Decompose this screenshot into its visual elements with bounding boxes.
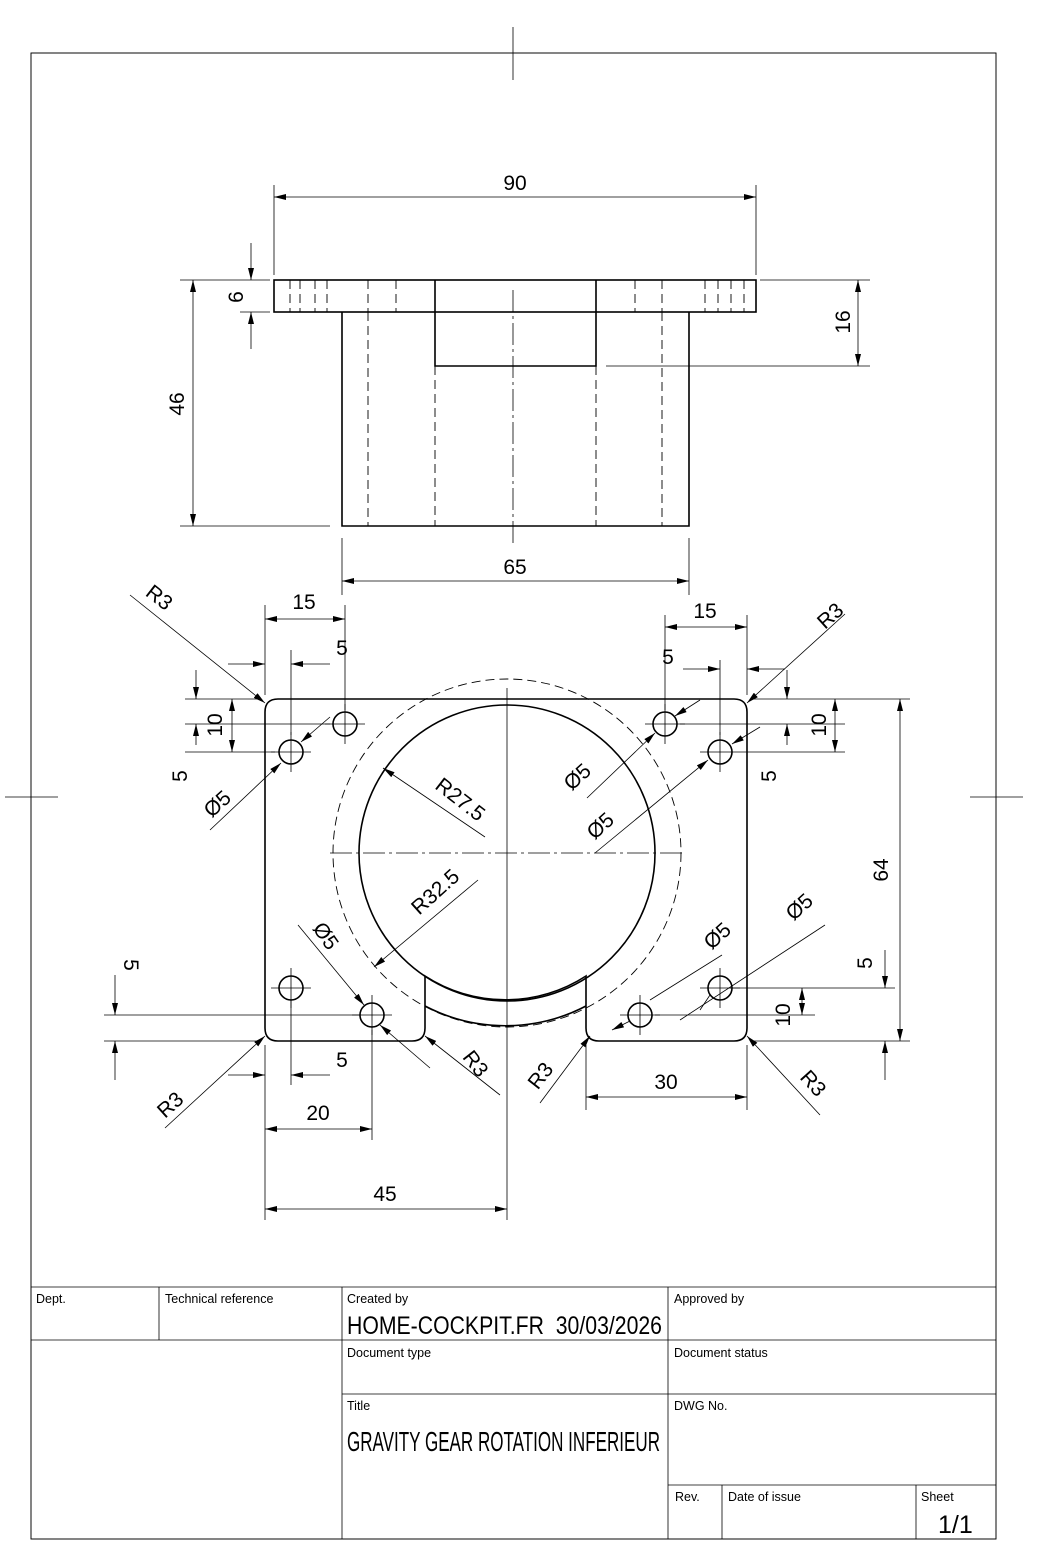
dim-br-r3: R3 <box>795 1066 830 1101</box>
dwg-no-label: DWG No. <box>674 1399 727 1413</box>
dept-label: Dept. <box>36 1292 66 1306</box>
document-type-label: Document type <box>347 1346 431 1360</box>
dim-height-64: 64 <box>870 858 893 882</box>
dim-tr-diameter-5a: Ø5 <box>560 759 596 795</box>
dim-bl-5-vertical: 5 <box>119 959 142 971</box>
date-of-issue-label: Date of issue <box>728 1490 801 1504</box>
dim-tl-10: 10 <box>204 713 227 736</box>
dimension-lines <box>180 185 870 595</box>
dim-body-65: 65 <box>503 556 526 579</box>
dim-counterbore-16: 16 <box>832 310 855 333</box>
mounting-holes <box>271 704 740 1035</box>
dim-bl-20: 20 <box>306 1102 329 1125</box>
dim-bl-r3: R3 <box>153 1088 188 1123</box>
drawing-title: GRAVITY GEAR ROTATION INFERIEUR <box>347 1426 660 1457</box>
dim-bm-r3a: R3 <box>458 1046 493 1081</box>
revision-label: Rev. <box>675 1490 700 1504</box>
title-block: Dept. Technical reference Created by HOM… <box>31 1286 996 1539</box>
dim-br-diameter-5a: Ø5 <box>700 918 736 954</box>
hidden-lines <box>289 280 745 526</box>
dim-flange-6: 6 <box>225 291 248 303</box>
dim-tl-5: 5 <box>336 637 348 660</box>
side-view: 90 65 6 46 16 <box>166 172 870 595</box>
dim-tr-15: 15 <box>693 600 716 623</box>
dim-bm-r3b: R3 <box>524 1058 559 1093</box>
centering-marks <box>5 27 1023 798</box>
sheet-border <box>30 52 997 1540</box>
flange-outline <box>273 279 757 313</box>
dim-tr-5-vertical: 5 <box>758 770 781 782</box>
dim-bl-diameter-5: Ø5 <box>308 918 343 954</box>
dim-tr-5: 5 <box>662 646 674 669</box>
dim-br-10: 10 <box>772 1003 795 1026</box>
dim-height-46: 46 <box>166 392 189 415</box>
dim-width-90: 90 <box>503 172 526 195</box>
dim-tr-10: 10 <box>808 713 831 736</box>
dim-tl-15: 15 <box>292 591 315 614</box>
title-label: Title <box>347 1399 370 1413</box>
counterbore-outline <box>434 280 597 367</box>
sheet-label: Sheet <box>921 1490 954 1504</box>
dim-tr-diameter-5b: Ø5 <box>583 808 619 844</box>
document-status-label: Document status <box>674 1346 768 1360</box>
created-by-label: Created by <box>347 1292 409 1306</box>
dim-tl-5-vertical: 5 <box>169 770 192 782</box>
dim-br-diameter-5b: Ø5 <box>782 889 818 925</box>
sheet-number: 1/1 <box>938 1511 973 1539</box>
dim-tl-diameter-5: Ø5 <box>200 786 236 822</box>
dim-tr-r3: R3 <box>813 599 848 634</box>
plan-dimension-lines <box>104 594 910 1220</box>
dim-br-5-vertical: 5 <box>854 957 877 969</box>
plate-outline <box>264 698 748 1042</box>
dim-tl-r3: R3 <box>141 581 176 616</box>
plan-view: 15 15 5 5 R3 R3 10 10 5 5 Ø5 Ø5 Ø5 R27.5… <box>104 581 910 1220</box>
technical-reference-label: Technical reference <box>165 1292 273 1306</box>
dim-br-30: 30 <box>654 1071 677 1094</box>
dim-bl-5: 5 <box>336 1049 348 1072</box>
dim-radius-27-5: R27.5 <box>431 774 489 827</box>
approved-by-label: Approved by <box>674 1292 745 1306</box>
dim-bottom-45: 45 <box>373 1183 396 1206</box>
created-by-value: HOME-COCKPIT.FR 30/03/2026 <box>347 1312 662 1340</box>
body-outline <box>341 312 690 527</box>
boss-arc <box>424 1005 587 1027</box>
dim-radius-32-5: R32.5 <box>407 865 464 920</box>
